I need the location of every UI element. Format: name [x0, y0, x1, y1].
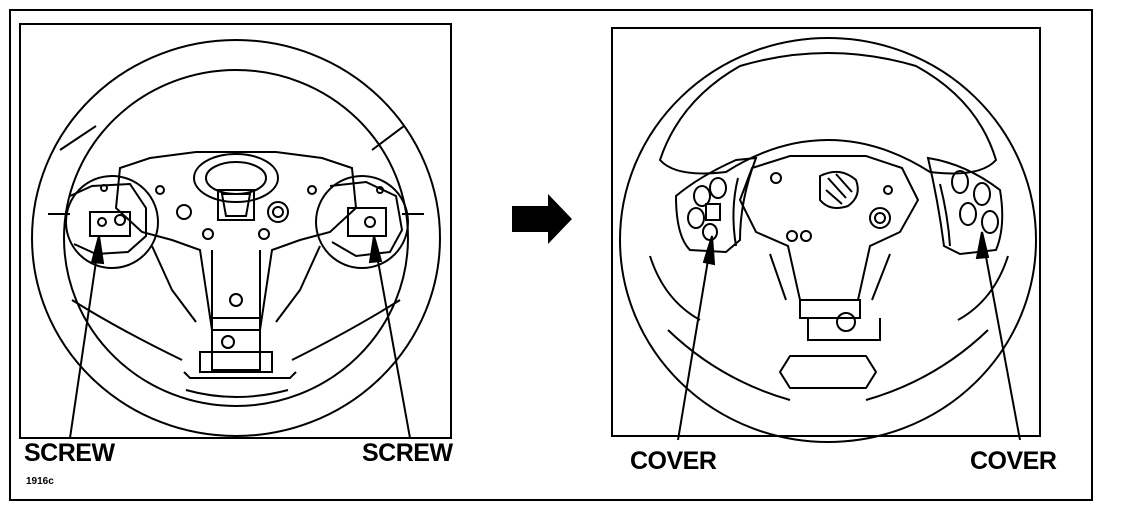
right-panel-leaders [677, 231, 1021, 441]
right-arrow-icon [512, 194, 572, 244]
left-cover-label: COVER [630, 447, 717, 475]
right-switch-cluster [926, 156, 1004, 256]
right-panel [611, 27, 1041, 443]
right-cover-label: COVER [970, 447, 1057, 475]
right-cover-arrowhead [975, 231, 990, 260]
right-panel-frame [611, 27, 1041, 437]
left-screw-label: SCREW [24, 439, 115, 467]
right-switch-area [315, 175, 409, 269]
right-wheel-hub [738, 155, 920, 341]
left-panel-leaders [69, 235, 411, 439]
right-wheel-rim [619, 37, 1037, 443]
left-wheel-hub [114, 151, 358, 373]
left-screw-arrowhead [90, 235, 105, 265]
left-panel [19, 23, 452, 439]
left-cover-arrowhead [702, 235, 716, 266]
right-screw-arrowhead [368, 235, 383, 264]
left-switch-cluster [674, 156, 758, 254]
right-screw-label: SCREW [362, 439, 453, 467]
outer-frame [9, 9, 1093, 501]
figure-code: 1916c [26, 476, 54, 487]
